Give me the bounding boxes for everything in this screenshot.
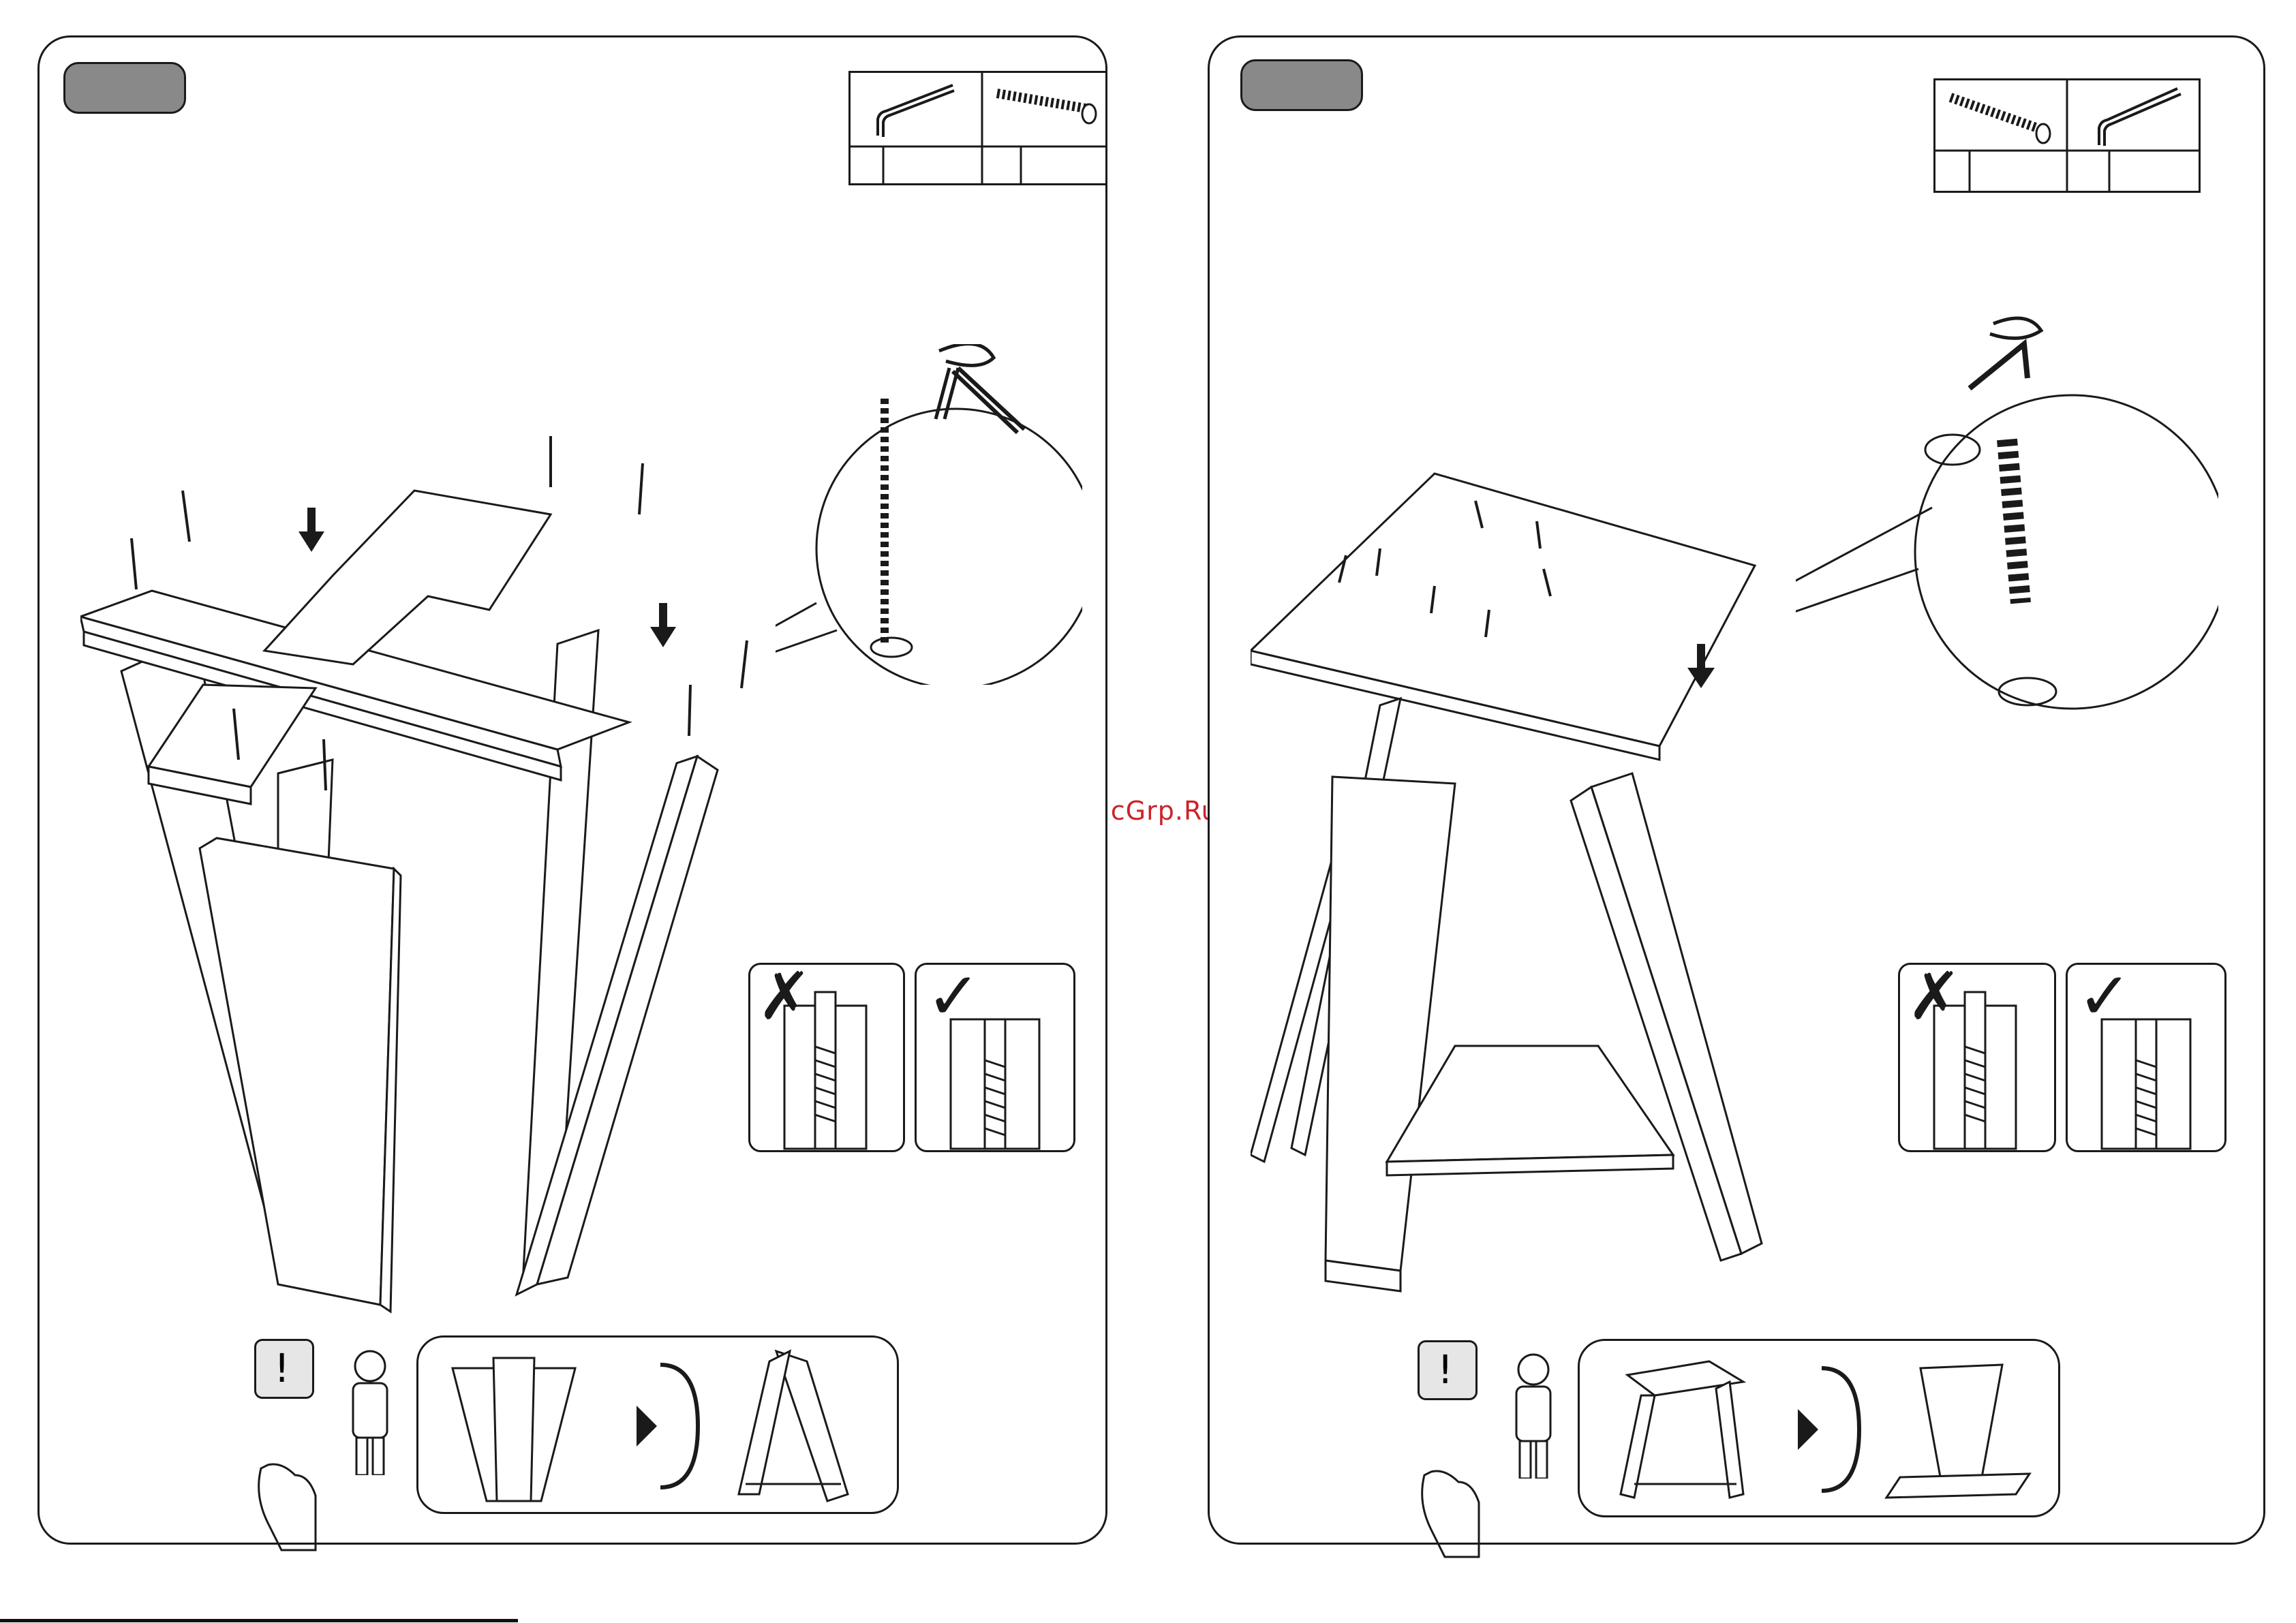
instruction-page-right: ✗ ✓ ! (1208, 35, 2265, 1545)
confirmat-screw-icon (1950, 97, 2050, 143)
screw-protruding-drawing (750, 965, 903, 1150)
screw-flush-drawing (2068, 965, 2224, 1150)
person-icon (1503, 1349, 1564, 1479)
screw-protruding-drawing (1900, 965, 2054, 1150)
footer-rule (0, 1619, 518, 1622)
rotate-arrow-icon (1798, 1368, 1859, 1491)
correct-example-panel: ✓ (915, 963, 1075, 1152)
table-upright-icon (1621, 1361, 1743, 1498)
person-icon (339, 1346, 401, 1475)
table-upside-icon (1886, 1365, 2030, 1498)
step-number-badge (1240, 59, 1363, 111)
instruction-page-left: ✗ ✓ ! (37, 35, 1107, 1545)
confirmat-screw-icon (997, 93, 1096, 123)
screw-closeup-magnifier (1796, 310, 2218, 732)
parts-table-grid (1935, 80, 2199, 191)
screw-flush-drawing (917, 965, 1073, 1150)
warning-icon: ! (254, 1339, 314, 1399)
parts-table-grid (851, 73, 1105, 183)
hand-icon (247, 1455, 322, 1557)
parts-table (848, 71, 1107, 185)
leg-frame-upside-icon (453, 1358, 575, 1501)
parts-table (1933, 78, 2201, 193)
rotation-sequence (418, 1338, 896, 1511)
leg-frame-upright-icon (739, 1351, 848, 1501)
assembly-hint-panel (416, 1335, 899, 1514)
rotation-sequence (1580, 1341, 2057, 1515)
assembly-hint-panel (1578, 1339, 2060, 1517)
warning-icon: ! (1418, 1340, 1478, 1400)
step-number-badge (63, 62, 186, 114)
incorrect-example-panel: ✗ (1898, 963, 2056, 1152)
screw-closeup-magnifier (776, 344, 1082, 685)
allen-key-icon (2099, 89, 2181, 146)
rotate-arrow-icon (637, 1365, 698, 1487)
allen-key-icon (878, 85, 954, 137)
correct-example-panel: ✓ (2066, 963, 2226, 1152)
incorrect-example-panel: ✗ (748, 963, 905, 1152)
hand-icon (1411, 1462, 1486, 1564)
